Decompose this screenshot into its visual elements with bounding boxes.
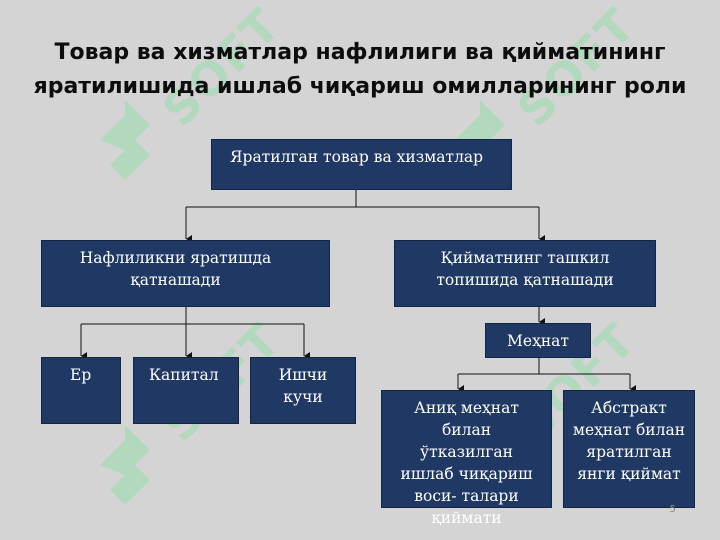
- land-box: Ер: [41, 357, 121, 424]
- labor-box: Меҳнат: [485, 323, 591, 358]
- slide-title: Товар ва хизматлар нафлилиги ва қийматин…: [0, 36, 720, 104]
- capital-box-label: Капитал: [149, 366, 219, 384]
- root-box-label: Яратилган товар ва хизматлар: [230, 148, 484, 166]
- root-box: Яратилган товар ва хизматлар: [211, 139, 512, 190]
- value-box-label: Қийматнинг ташкил топишида қатнашади: [436, 249, 614, 289]
- title-line-1: Товар ва хизматлар нафлилиги ва қийматин…: [54, 40, 666, 65]
- land-box-label: Ер: [70, 366, 92, 384]
- concrete-labor-box-label: Аниқ меҳнат билан ўтказилган ишлаб чиқар…: [400, 399, 533, 527]
- page-number: 5: [669, 504, 676, 515]
- labor-force-box-label: Ишчи кучи: [278, 366, 328, 406]
- utility-box: Нафлиликни яратишда қатнашади: [41, 240, 330, 307]
- utility-box-label: Нафлиликни яратишда қатнашади: [79, 249, 272, 289]
- labor-force-box: Ишчи кучи: [250, 357, 356, 424]
- labor-box-label: Меҳнат: [507, 332, 569, 350]
- capital-box: Капитал: [133, 357, 239, 424]
- abstract-labor-box-label: Абстракт меҳнат билан яратилган янги қий…: [572, 399, 686, 483]
- value-box: Қийматнинг ташкил топишида қатнашади: [394, 240, 656, 307]
- abstract-labor-box: Абстракт меҳнат билан яратилган янги қий…: [563, 390, 695, 508]
- title-line-2: яратилишида ишлаб чиқариш омилларининг р…: [33, 74, 687, 99]
- concrete-labor-box: Аниқ меҳнат билан ўтказилган ишлаб чиқар…: [381, 390, 552, 527]
